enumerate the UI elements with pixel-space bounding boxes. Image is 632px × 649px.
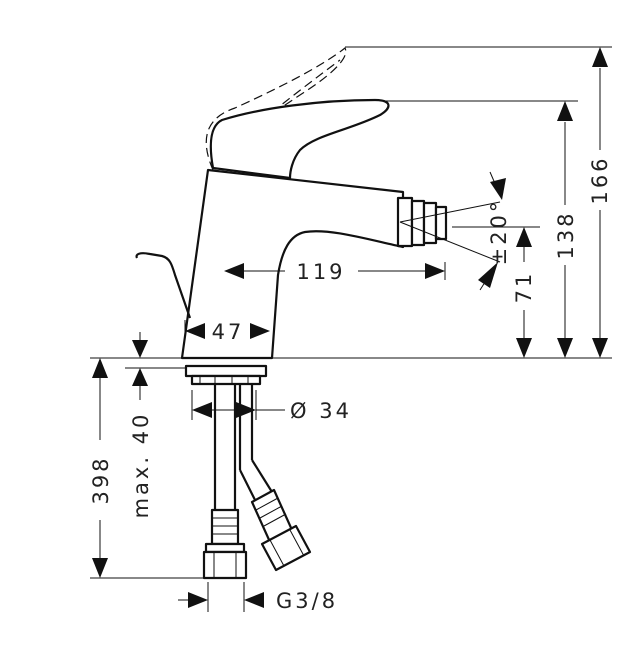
dim-119-label: 119 <box>296 260 345 284</box>
extension-lines <box>90 46 612 612</box>
dim-thread: G3/8 <box>178 589 338 613</box>
dim-connection-diameter: Ø 34 <box>192 399 352 423</box>
dim-47-label: 47 <box>212 320 245 344</box>
dim-diameter-label: Ø 34 <box>290 399 352 423</box>
dim-thread-label: G3/8 <box>276 589 338 613</box>
dim-lever-height: 138 <box>554 101 578 358</box>
dim-71-label: 71 <box>512 271 536 304</box>
dim-spout-height: 71 <box>512 227 536 358</box>
faucet-body <box>135 98 501 386</box>
dim-hose-length: 398 <box>89 358 113 578</box>
dim-398-label: 398 <box>89 455 113 504</box>
dim-138-label: 138 <box>554 210 578 259</box>
dim-base-width: 47 <box>185 320 270 344</box>
spout-nozzle <box>396 196 501 263</box>
dim-166-label: 166 <box>588 155 612 204</box>
dim-total-height: 166 <box>588 47 612 358</box>
dim-max-mounting: max. 40 <box>129 332 153 518</box>
dim-spout-reach: 119 <box>224 260 445 284</box>
dim-swivel-angle: ±20° <box>478 171 511 291</box>
supply-hoses <box>202 384 312 580</box>
dim-max40-label: max. 40 <box>129 412 153 519</box>
dim-angle-label: ±20° <box>487 199 511 266</box>
